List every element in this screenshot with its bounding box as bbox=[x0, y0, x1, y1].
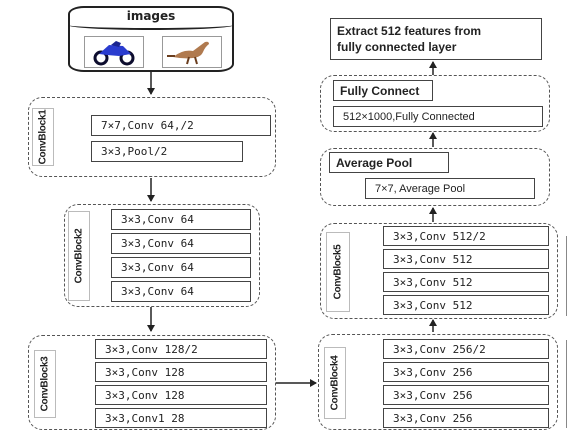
edge-line bbox=[566, 236, 567, 316]
convblock5-label: ConvBlock5 bbox=[332, 244, 344, 300]
motorcycle-thumbnail bbox=[84, 36, 144, 68]
convblock2-label-box: ConvBlock2 bbox=[68, 211, 90, 301]
convblock1-label: ConvBlock1 bbox=[37, 109, 49, 165]
convblock2-layer-4: 3×3,Conv 64 bbox=[111, 281, 251, 302]
image-source-title: images bbox=[126, 9, 176, 23]
convblock4-label: ConvBlock4 bbox=[329, 355, 341, 411]
convblock2-label: ConvBlock2 bbox=[73, 228, 85, 284]
fully-connect-title: Fully Connect bbox=[333, 80, 433, 101]
cylinder-cap bbox=[68, 20, 234, 30]
convblock5-label-box: ConvBlock5 bbox=[326, 232, 350, 312]
convblock3-label-box: ConvBlock3 bbox=[34, 350, 56, 418]
convblock1-label-box: ConvBlock1 bbox=[32, 108, 54, 166]
convblock5-layer-1: 3×3,Conv 512/2 bbox=[383, 226, 549, 246]
convblock2-layer-2: 3×3,Conv 64 bbox=[111, 233, 251, 254]
output-description-box: Extract 512 features from fully connecte… bbox=[330, 18, 542, 60]
convblock5-group: ConvBlock5 3×3,Conv 512/2 3×3,Conv 512 3… bbox=[320, 223, 558, 319]
motorcycle-icon bbox=[93, 41, 135, 66]
convblock5-layer-4: 3×3,Conv 512 bbox=[383, 295, 549, 315]
convblock3-label: ConvBlock3 bbox=[39, 356, 51, 412]
convblock2-group: ConvBlock2 3×3,Conv 64 3×3,Conv 64 3×3,C… bbox=[64, 204, 260, 307]
convblock5-layer-2: 3×3,Conv 512 bbox=[383, 249, 549, 269]
convblock5-layer-3: 3×3,Conv 512 bbox=[383, 272, 549, 292]
convblock3-layer-2: 3×3,Conv 128 bbox=[95, 362, 267, 382]
convblock3-layer-4: 3×3,Conv1 28 bbox=[95, 408, 267, 428]
convblock4-layer-4: 3×3,Conv 256 bbox=[383, 408, 549, 428]
output-line-1: Extract 512 features from bbox=[337, 24, 482, 38]
convblock4-label-box: ConvBlock4 bbox=[324, 347, 346, 419]
convblock2-layer-1: 3×3,Conv 64 bbox=[111, 209, 251, 230]
output-line-2: fully connected layer bbox=[337, 40, 457, 54]
convblock1-layer-2: 3×3,Pool/2 bbox=[91, 141, 243, 162]
convblock1-group: ConvBlock1 7×7,Conv 64,/2 3×3,Pool/2 bbox=[28, 97, 276, 177]
average-pool-group: Average Pool 7×7, Average Pool bbox=[320, 148, 550, 206]
dinosaur-thumbnail bbox=[162, 36, 222, 68]
convblock3-layer-1: 3×3,Conv 128/2 bbox=[95, 339, 267, 359]
convblock1-layer-1: 7×7,Conv 64,/2 bbox=[91, 115, 271, 136]
fully-connect-layer: 512×1000,Fully Connected bbox=[333, 106, 543, 127]
image-source-cylinder: images bbox=[68, 6, 234, 72]
dinosaur-icon bbox=[167, 41, 209, 65]
convblock3-group: ConvBlock3 3×3,Conv 128/2 3×3,Conv 128 3… bbox=[28, 335, 276, 430]
convblock2-layer-3: 3×3,Conv 64 bbox=[111, 257, 251, 278]
convblock4-layer-1: 3×3,Conv 256/2 bbox=[383, 339, 549, 359]
convblock3-layer-3: 3×3,Conv 128 bbox=[95, 385, 267, 405]
average-pool-title: Average Pool bbox=[329, 152, 449, 173]
convblock4-layer-2: 3×3,Conv 256 bbox=[383, 362, 549, 382]
edge-line bbox=[566, 340, 567, 428]
convblock4-layer-3: 3×3,Conv 256 bbox=[383, 385, 549, 405]
fully-connect-group: Fully Connect 512×1000,Fully Connected bbox=[320, 75, 550, 132]
average-pool-layer: 7×7, Average Pool bbox=[365, 178, 535, 199]
convblock4-group: ConvBlock4 3×3,Conv 256/2 3×3,Conv 256 3… bbox=[318, 334, 558, 430]
